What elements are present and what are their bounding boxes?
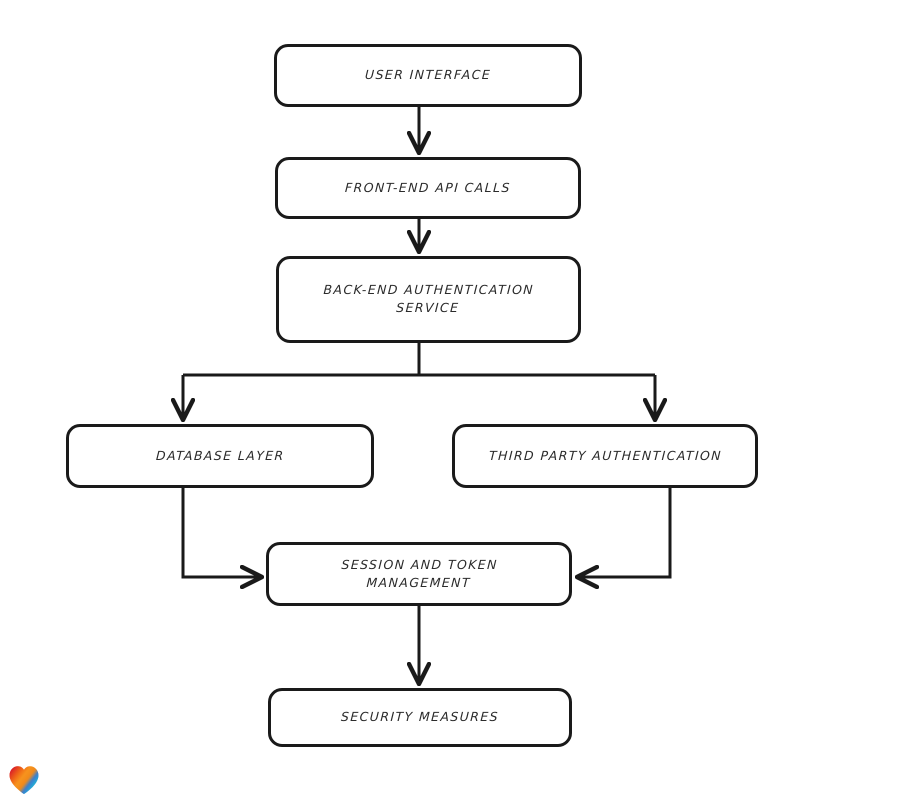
node-third-party-authentication[interactable]: THIRD PARTY AUTHENTICATION <box>452 424 758 488</box>
node-third-party-authentication-label: THIRD PARTY AUTHENTICATION <box>488 447 722 463</box>
node-session-and-token-management-label: SESSION AND TOKEN MANAGEMENT <box>340 556 499 590</box>
node-backend-authentication-service-label: BACK-END AUTHENTICATION SERVICE <box>323 282 535 316</box>
node-database-layer-label: DATABASE LAYER <box>155 447 285 463</box>
node-frontend-api-calls-label: FRONT-END API CALLS <box>344 179 512 195</box>
node-user-interface[interactable]: USER INTERFACE <box>274 44 582 107</box>
node-database-layer[interactable]: DATABASE LAYER <box>66 424 374 488</box>
node-backend-authentication-service[interactable]: BACK-END AUTHENTICATION SERVICE <box>276 256 581 343</box>
edge-thirdparty-to-session <box>578 488 672 577</box>
heart-icon <box>9 766 39 795</box>
edge-database-to-session <box>181 488 261 577</box>
node-security-measures[interactable]: SECURITY MEASURES <box>268 688 572 747</box>
node-security-measures-label: SECURITY MEASURES <box>340 709 500 725</box>
node-frontend-api-calls[interactable]: FRONT-END API CALLS <box>275 157 581 219</box>
node-session-and-token-management[interactable]: SESSION AND TOKEN MANAGEMENT <box>266 542 572 606</box>
node-user-interface-label: USER INTERFACE <box>364 67 492 83</box>
